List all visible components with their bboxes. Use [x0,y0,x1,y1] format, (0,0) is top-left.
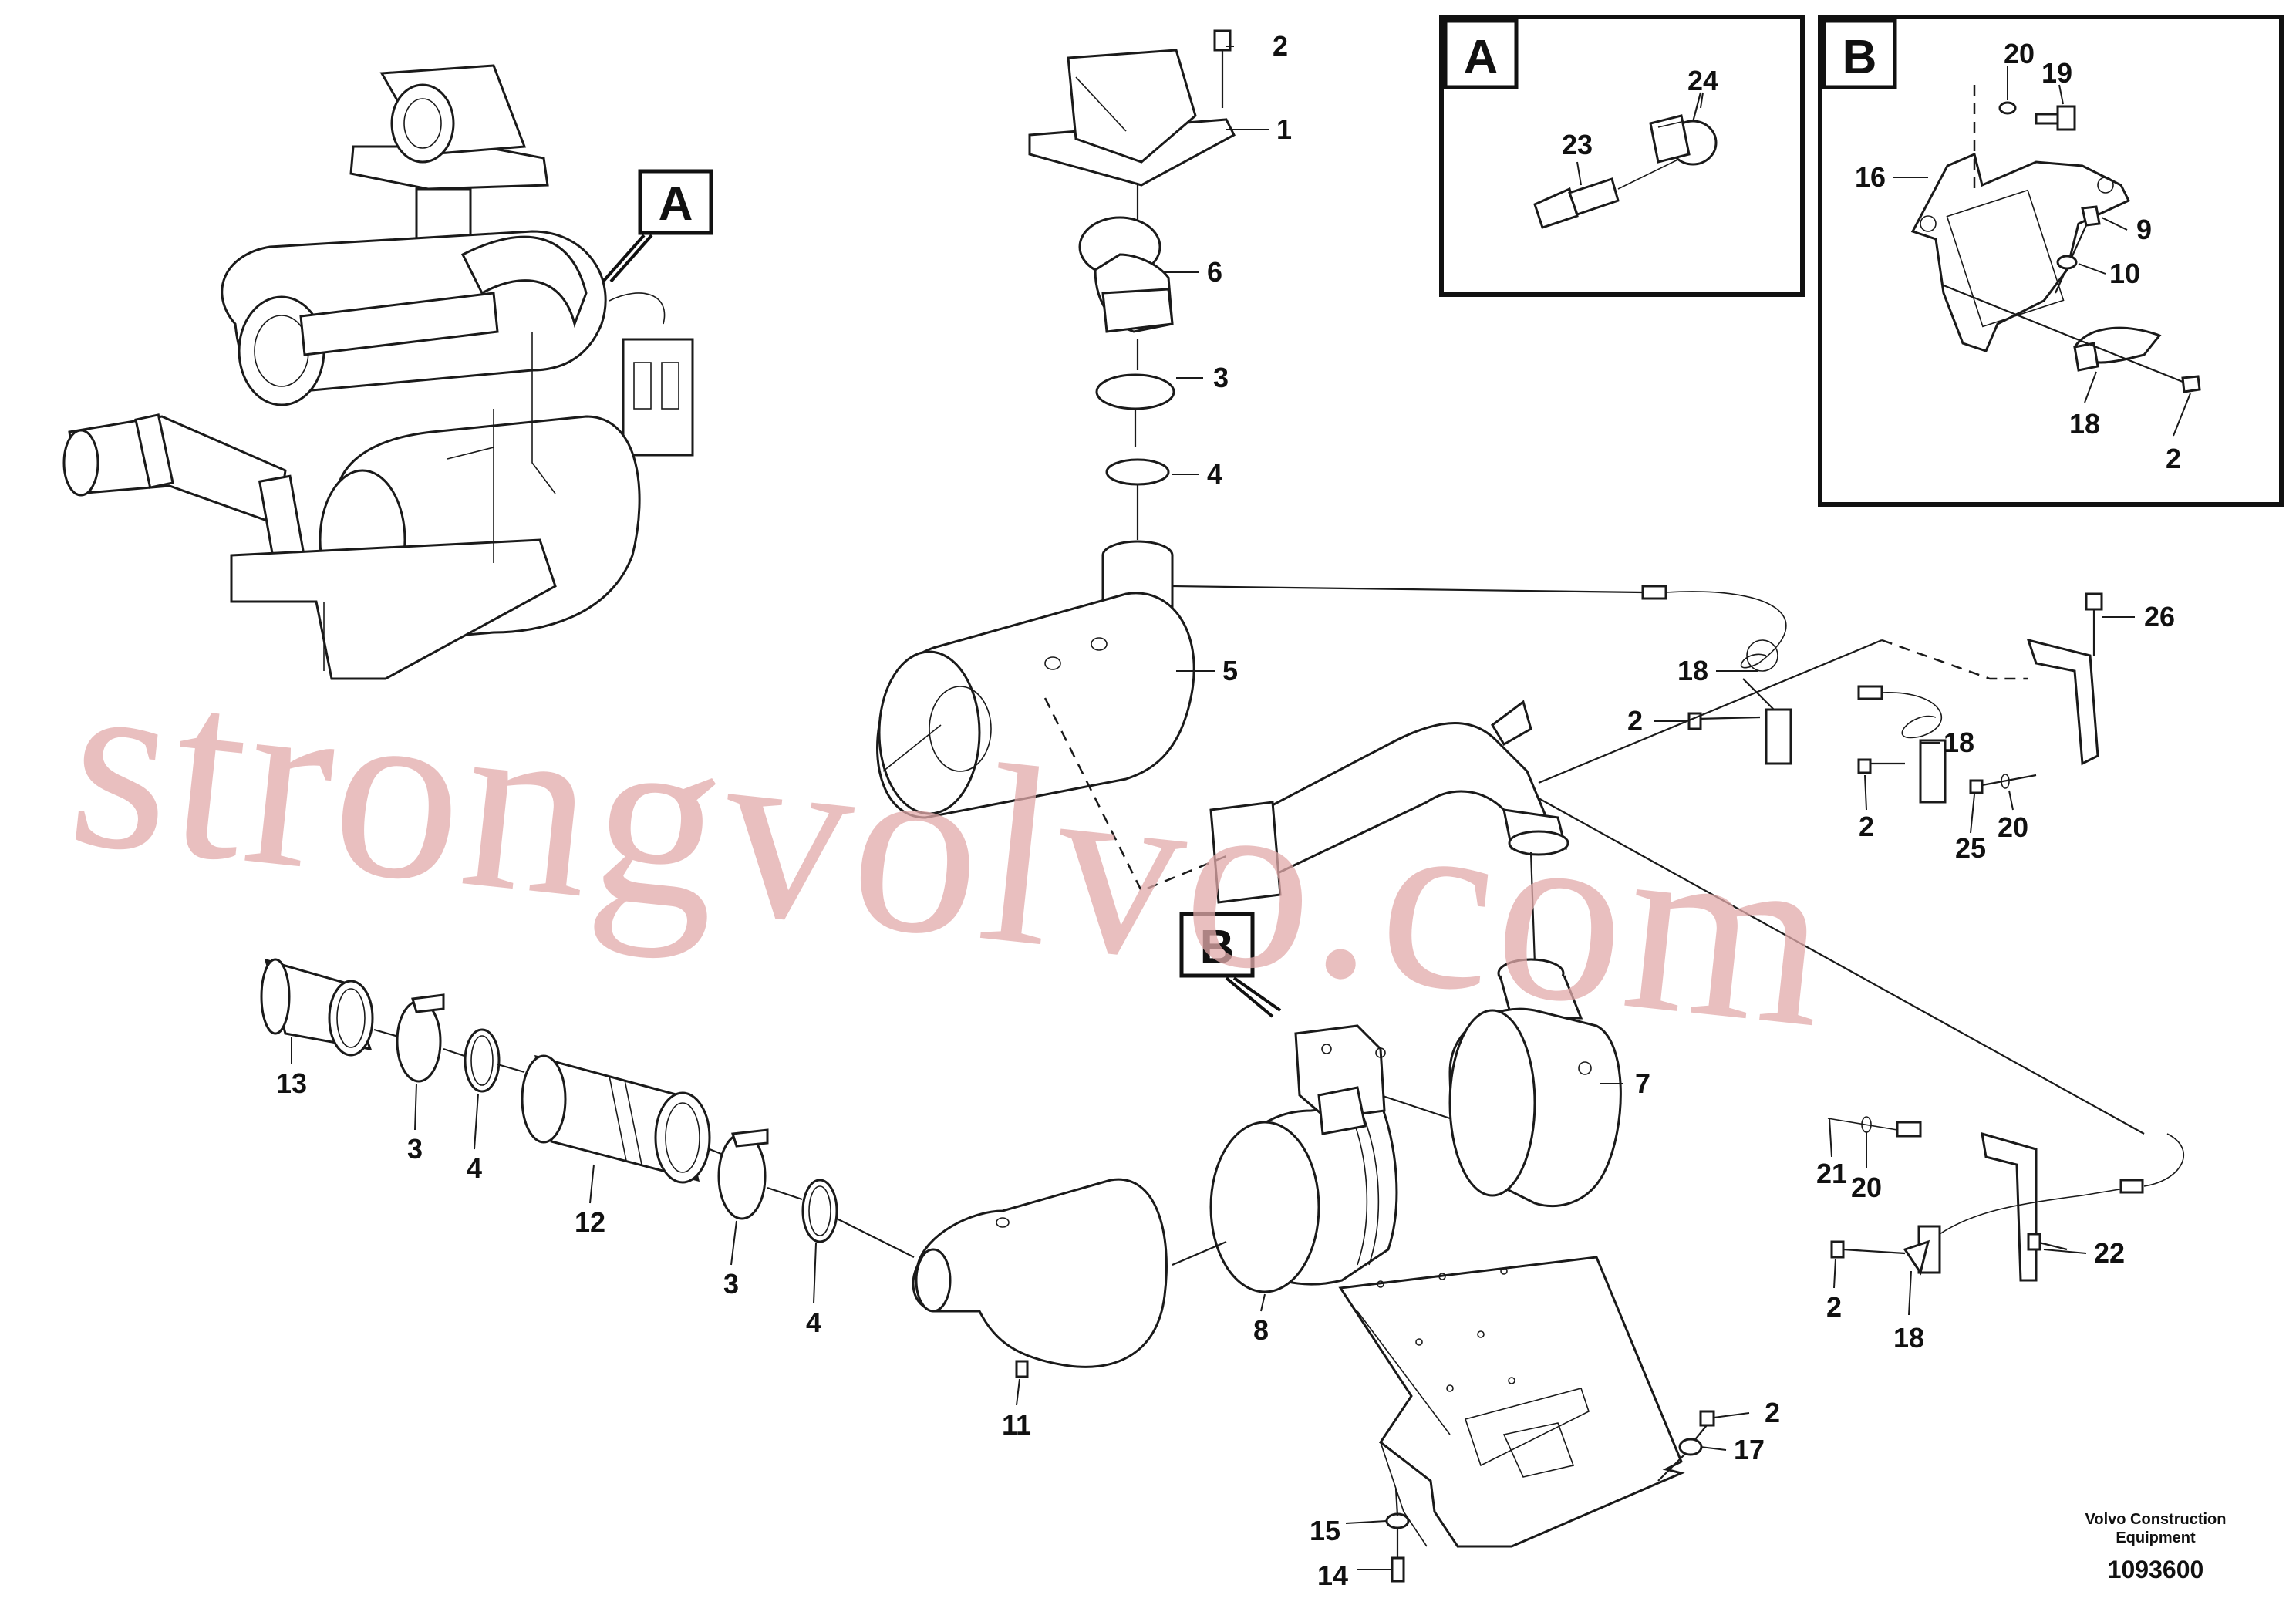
callout-label: 19 [2041,57,2072,89]
callout-leader [1829,1118,1832,1158]
callout-label: 8 [1253,1314,1269,1346]
callout-leader [1970,794,1975,834]
callout-leader [1833,1258,1836,1289]
callout-label: 4 [1207,458,1222,490]
callout-label: 18 [1677,655,1708,686]
callout-leader [1345,1520,1387,1524]
inset-b-letter: B [1843,31,1877,84]
callout-leader [2101,217,2128,231]
callout-label: 6 [1207,256,1222,288]
callout-label: 4 [806,1307,821,1338]
catalyst-outlet-housing [1209,1024,1398,1293]
temperature-sensor-harness [1641,585,1792,765]
callout-label: 18 [1893,1322,1924,1354]
callout-leader [474,1093,479,1150]
callout-leader [589,1164,595,1204]
sensor-bracket-right [1538,592,2103,804]
callout-leader [1260,1293,1266,1312]
callout-label: 9 [2136,214,2152,245]
callout-label: 3 [723,1268,739,1300]
lower-left-pipeline [260,958,1227,1378]
callout-label: 16 [1855,161,1886,193]
callout-leader [1576,161,1582,186]
callout-label: 22 [2094,1237,2125,1269]
inset-a-letter: A [1464,31,1499,84]
callout-label: 7 [1635,1067,1650,1099]
callout-label: 10 [2109,258,2140,289]
callout-leader [2078,263,2106,275]
callout-label: 2 [2166,443,2181,474]
callout-label: 14 [1317,1560,1348,1591]
callout-label: 17 [1734,1434,1765,1465]
callout-label: 5 [1222,655,1238,686]
callout-label: 25 [1955,832,1986,864]
footer-drawing-number: 1093600 [2108,1556,2204,1583]
callout-leader [1700,1446,1727,1451]
callout-leader [1700,92,1704,109]
sensor-bracket-lower [1827,1116,2184,1282]
callout-leader [1908,1270,1912,1316]
catalyst-inlet-elbow [1380,958,1622,1208]
view-marker-b[interactable]: B [1179,912,1282,1018]
callout-label: 26 [2144,601,2175,632]
view-marker-a-letter: A [659,177,693,231]
callout-leader [2043,1249,2087,1254]
callout-leader [2084,371,2097,403]
callout-label: 2 [1765,1397,1780,1428]
callout-label: 3 [407,1133,423,1165]
callout-label: 23 [1562,129,1593,160]
callout-leader [2058,84,2064,105]
exploded-stack [876,29,1644,819]
callout-label: 1 [1276,113,1292,145]
assembled-exhaust-overview [62,64,694,680]
callout-label: 11 [1002,1409,1031,1441]
callout-label: 18 [1944,727,1974,758]
callout-label: 20 [1998,811,2028,843]
callout-leader [2008,790,2014,811]
footer-publisher-line2: Equipment [2116,1529,2196,1546]
inset-a: A [1439,15,1805,297]
callout-leader [1864,774,1867,811]
callout-label: 15 [1310,1515,1340,1546]
callout-label: 4 [467,1152,482,1184]
callout-label: 20 [2004,38,2035,69]
callout-leader [1016,1378,1020,1406]
callout-leader [730,1220,737,1266]
callout-leader [2173,393,2191,437]
callout-label: 21 [1816,1158,1847,1189]
callout-label: 2 [1627,705,1643,737]
view-marker-b-letter: B [1200,921,1235,974]
callout-label: 12 [575,1206,605,1238]
callout-label: 24 [1687,65,1718,96]
callout-label: 3 [1213,362,1229,393]
callout-label: 13 [276,1067,307,1099]
callout-label: 20 [1851,1172,1882,1203]
middle-pipe [1043,697,2145,1135]
callout-label: 2 [1859,811,1874,842]
mounting-frame [1338,1256,1715,1583]
footer-publisher-line1: Volvo Construction [2085,1511,2227,1528]
view-marker-a[interactable]: A [602,169,713,283]
inset-b: B [1818,15,2284,507]
callout-leader [813,1243,817,1304]
callout-leader [414,1083,417,1131]
callout-leader [1713,1412,1750,1418]
callout-label: 2 [1826,1291,1842,1323]
callout-label: 2 [1273,30,1288,62]
callout-label: 18 [2069,408,2100,440]
